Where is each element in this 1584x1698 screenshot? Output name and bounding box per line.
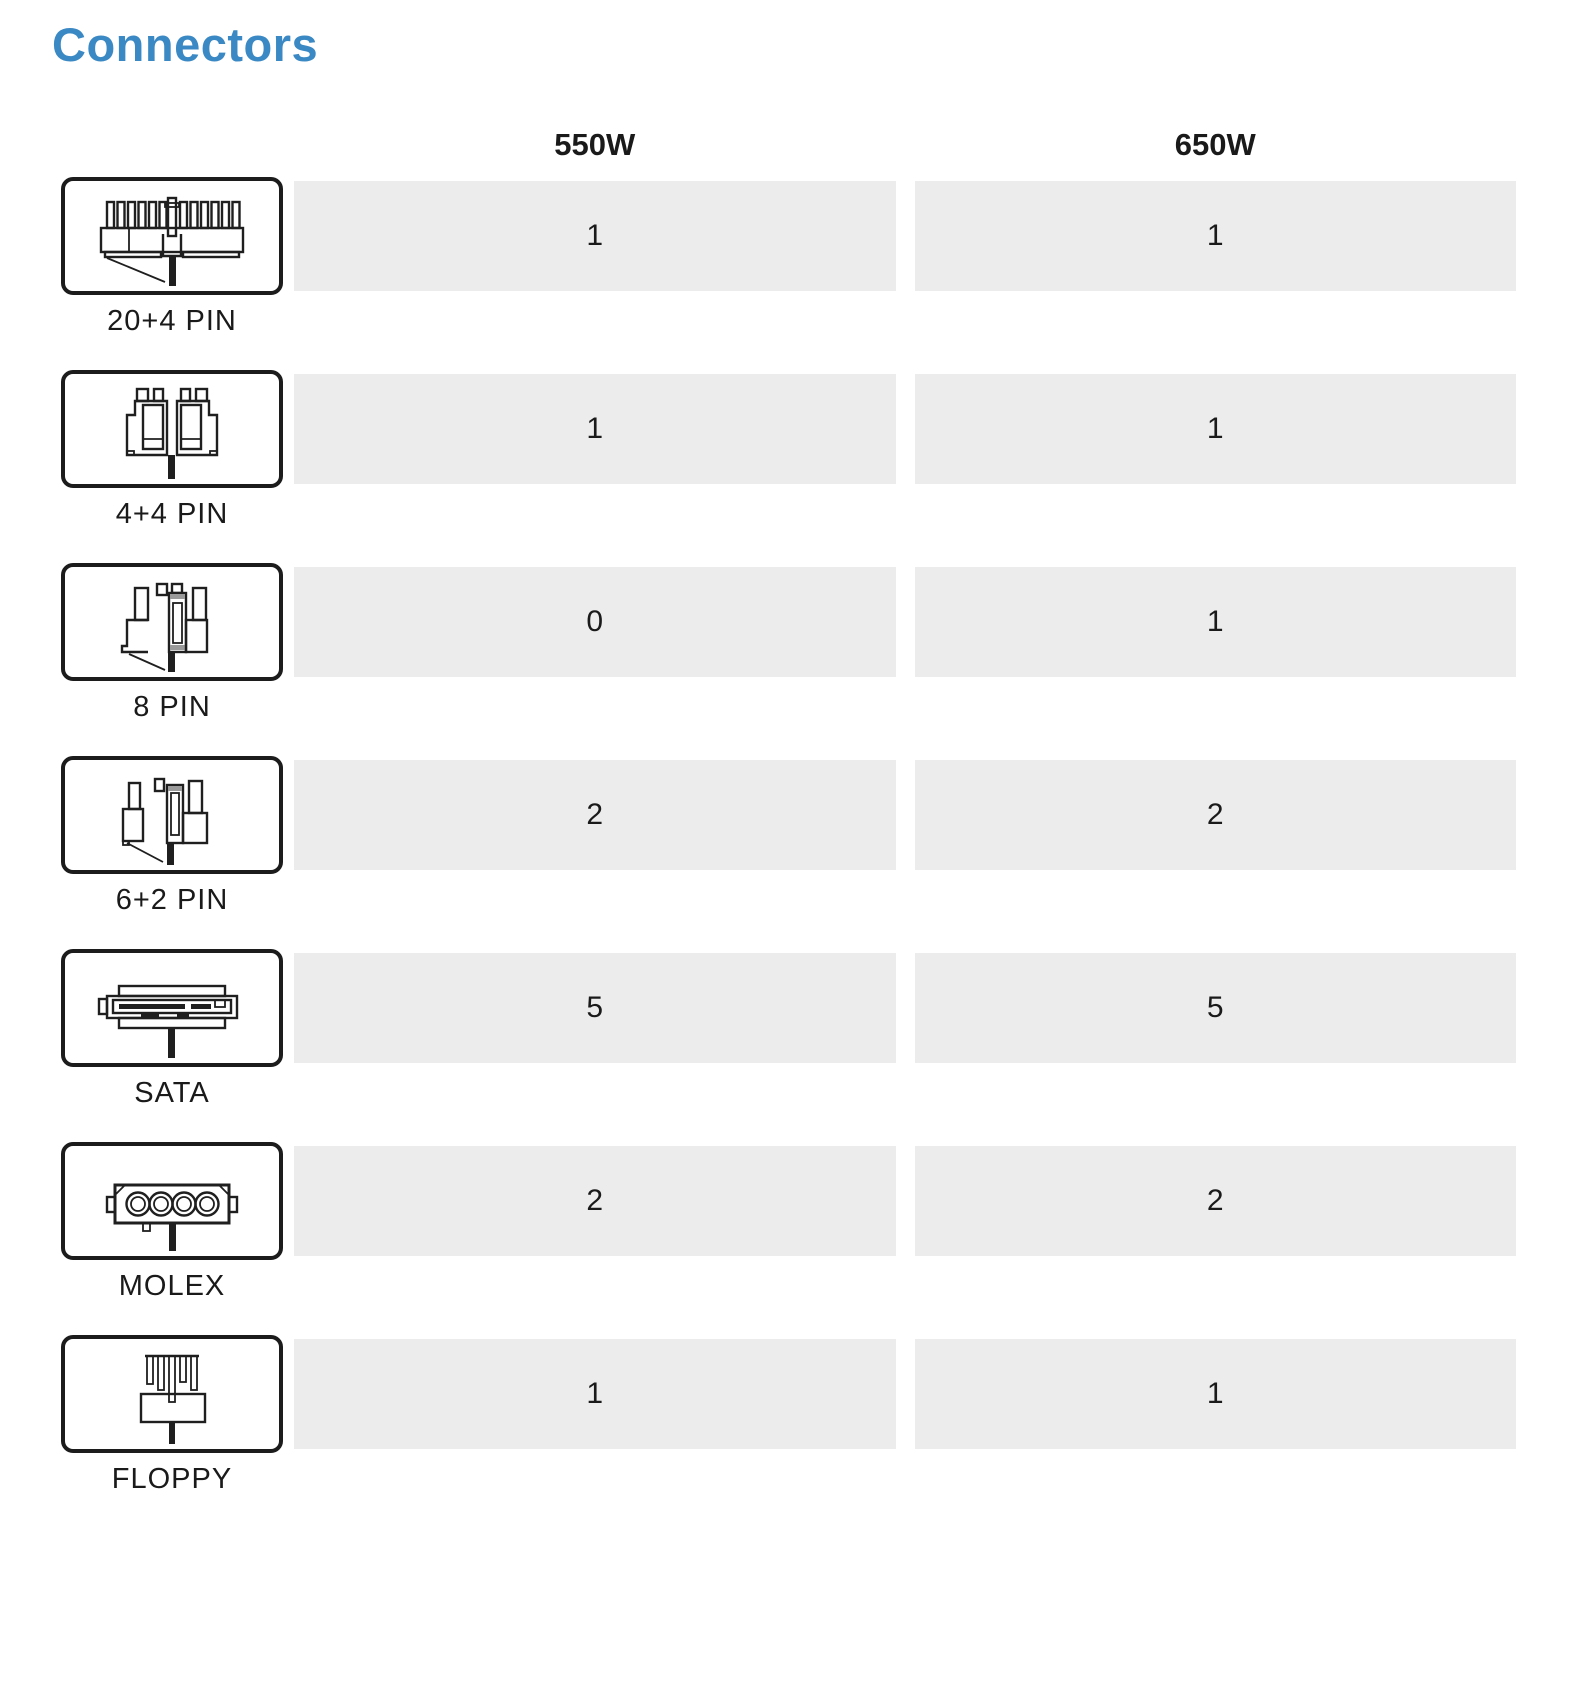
column-header-550w: 550W	[554, 126, 636, 162]
connector-label: FLOPPY	[111, 1462, 233, 1495]
connectors-spec-page: Connectors 550W 650W	[52, 18, 1516, 1496]
table-row-sata: SATA 5 5	[52, 948, 1516, 1110]
connector-label: SATA	[134, 1076, 210, 1109]
floppy-connector-icon	[139, 1354, 207, 1444]
connector-image-box	[61, 369, 283, 488]
connector-label: 6+2 PIN	[115, 883, 229, 916]
cell-floppy-550w: 1	[294, 1338, 896, 1449]
cell-molex-650w: 2	[914, 1145, 1516, 1256]
connector-image-box	[61, 176, 283, 295]
table-row-8-pin: 8 PIN 0 1	[52, 562, 1516, 724]
cell-sata-650w: 5	[914, 952, 1516, 1063]
cell-4-4-pin-650w: 1	[914, 373, 1516, 484]
atx-20-4-pin-connector-icon	[99, 196, 245, 286]
cell-sata-550w: 5	[294, 952, 896, 1063]
table-row-20-4-pin: 20+4 PIN 1 1	[52, 176, 1516, 338]
table-header-row: 550W 650W	[52, 127, 1516, 163]
pcie-6-2-pin-connector-icon	[121, 777, 209, 865]
connector-image-box	[61, 1141, 283, 1260]
connector-label: 8 PIN	[133, 690, 211, 723]
table-row-4-4-pin: 4+4 PIN 1 1	[52, 369, 1516, 531]
connector-image-box	[61, 562, 283, 681]
eps-8-pin-connector-icon	[120, 582, 209, 672]
connector-label: 20+4 PIN	[107, 304, 237, 337]
connector-label: MOLEX	[118, 1269, 226, 1302]
connector-image-box	[61, 948, 283, 1067]
cell-6-2-pin-650w: 2	[914, 759, 1516, 870]
header-spacer	[52, 127, 294, 163]
cell-6-2-pin-550w: 2	[294, 759, 896, 870]
connector-image-box	[61, 755, 283, 874]
table-row-molex: MOLEX 2 2	[52, 1141, 1516, 1303]
cpu-4-4-pin-connector-icon	[125, 387, 219, 479]
table-row-6-2-pin: 6+2 PIN 2 2	[52, 755, 1516, 917]
cell-8-pin-550w: 0	[294, 566, 896, 677]
sata-connector-icon	[97, 984, 239, 1058]
cell-8-pin-650w: 1	[914, 566, 1516, 677]
cell-molex-550w: 2	[294, 1145, 896, 1256]
cell-floppy-650w: 1	[914, 1338, 1516, 1449]
column-header-650w: 650W	[1174, 126, 1256, 162]
connector-image-box	[61, 1334, 283, 1453]
cell-4-4-pin-550w: 1	[294, 373, 896, 484]
cell-20-4-pin-650w: 1	[914, 180, 1516, 291]
cell-20-4-pin-550w: 1	[294, 180, 896, 291]
connector-label: 4+4 PIN	[115, 497, 229, 530]
table-row-floppy: FLOPPY 1 1	[52, 1334, 1516, 1496]
molex-connector-icon	[105, 1183, 239, 1251]
page-title: Connectors	[52, 18, 319, 71]
